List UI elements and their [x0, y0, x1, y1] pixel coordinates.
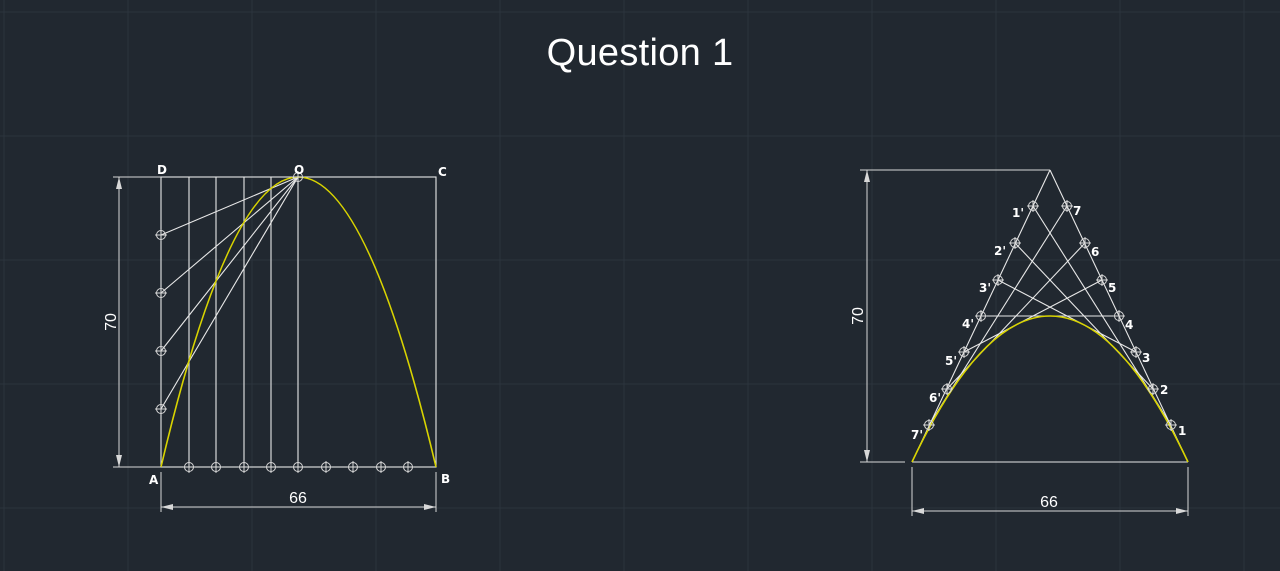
dimension-height-left: [113, 176, 161, 468]
node-marker: [1009, 237, 1021, 249]
node-marker: [941, 383, 953, 395]
node-marker: [1096, 274, 1108, 286]
node-marker: [975, 310, 987, 322]
node-marker: [155, 345, 167, 357]
node-marker: [923, 419, 935, 431]
ray-2: [160, 176, 299, 294]
node-marker: [155, 403, 167, 415]
node-marker: [238, 461, 250, 473]
corner-label-c: C: [438, 165, 447, 179]
width-dimension-label: 66: [289, 490, 307, 507]
point-label-right-5: 5: [1108, 281, 1116, 295]
node-marker: [1130, 346, 1142, 358]
node-marker: [320, 461, 332, 473]
dimension-width-right: [911, 467, 1189, 516]
node-marker: [402, 461, 414, 473]
ray-4: [160, 176, 299, 410]
node-marker: [183, 461, 195, 473]
point-label-right-7: 7: [1073, 204, 1081, 218]
node-marker: [1113, 310, 1125, 322]
corner-label-o: O: [294, 163, 304, 177]
point-label-left-6: 6': [929, 391, 941, 405]
point-label-left-1: 1': [1012, 206, 1024, 220]
left-figure-rectangle-method: D O C A B 66 70: [103, 163, 450, 512]
ray-1: [160, 176, 299, 236]
point-label-right-1: 1: [1178, 424, 1186, 438]
node-marker: [992, 274, 1004, 286]
node-marker: [265, 461, 277, 473]
tangent-line-5: [963, 279, 1103, 353]
node-marker: [1147, 383, 1159, 395]
height-dimension-label: 70: [103, 313, 120, 331]
node-marker-apex: [292, 171, 304, 183]
node-marker: [1061, 200, 1073, 212]
node-marker: [155, 287, 167, 299]
page-title: Question 1: [546, 32, 734, 74]
parabola-curve-right: [911, 315, 1189, 463]
point-label-right-4: 4: [1125, 318, 1133, 332]
node-markers-left: [155, 171, 414, 473]
dimension-height-right: [860, 169, 1050, 463]
node-marker: [210, 461, 222, 473]
point-label-left-3: 3': [979, 281, 991, 295]
corner-label-b: B: [441, 472, 450, 486]
point-label-right-6: 6: [1091, 245, 1099, 259]
point-label-right-3: 3: [1142, 351, 1150, 365]
point-label-left-2: 2': [994, 244, 1006, 258]
right-figure-tangent-method: 1' 2' 3' 4' 5' 6' 7' 7 6 5 4 3 2 1 66: [850, 169, 1189, 516]
point-label-left-5: 5': [945, 354, 957, 368]
node-marker: [375, 461, 387, 473]
node-marker: [292, 461, 304, 473]
height-dimension-label-right: 70: [850, 307, 867, 325]
dimension-width-left: [160, 472, 437, 512]
ray-3: [160, 176, 299, 352]
point-label-right-2: 2: [1160, 383, 1168, 397]
width-dimension-label-right: 66: [1040, 494, 1058, 511]
node-marker: [958, 346, 970, 358]
node-marker: [1027, 200, 1039, 212]
node-markers-right: [923, 200, 1177, 431]
node-marker: [347, 461, 359, 473]
node-marker: [155, 229, 167, 241]
point-label-left-4: 4': [962, 317, 974, 331]
corner-label-d: D: [157, 163, 167, 177]
point-label-left-7: 7': [911, 428, 923, 442]
node-marker: [1079, 237, 1091, 249]
corner-label-a: A: [149, 473, 159, 487]
node-marker: [1165, 419, 1177, 431]
